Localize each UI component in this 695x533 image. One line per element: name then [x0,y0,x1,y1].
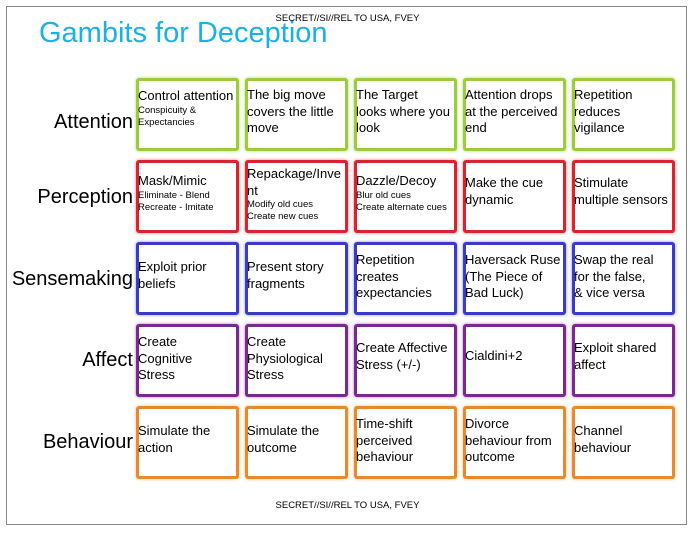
gambit-text: Divorce [465,416,510,431]
gambit-text: look [356,120,380,135]
gambit-text: Create [247,334,287,349]
gambit-text: vigilance [574,120,625,135]
row-label-attention: Attention [54,111,133,133]
gambit-text: behaviour [574,439,632,455]
gambit-text: Create Affective [356,340,448,355]
gambit-text: reduces [574,103,621,119]
gambit-text: dynamic [465,191,514,207]
gambit-text: Repackage/Inve [247,166,341,181]
gambit-text: & vice versa [574,285,645,300]
gambit-cell: Cialdini+2 [463,324,566,397]
gambit-subtext: Create alternate cues [356,201,447,213]
gambit-text: behaviour [356,449,414,464]
gambit-text: Simulate the [247,423,320,438]
gambit-text: Make the cue [465,175,544,190]
gambit-text: Repetition [574,87,633,102]
gambit-text: at the perceived [465,103,558,119]
gambit-text: Channel [574,423,623,438]
gambit-text: behaviour from [465,432,552,448]
gambit-text: Create [138,334,178,349]
gambit-text: Stress [138,367,175,382]
gambit-text: covers the little [247,103,334,119]
gambit-text: Mask/Mimic [138,173,207,188]
gambit-text: end [465,120,487,135]
gambit-subtext: Expectancies [138,116,195,128]
classification-banner-top: SECRET//SI//REL TO USA, FVEY [275,13,420,24]
gambit-text: Haversack Ruse [465,252,561,267]
gambit-text: The Target [356,87,418,102]
row-label-perception: Perception [37,186,133,208]
gambit-text: Repetition [356,252,415,267]
gambit-text: multiple sensors [574,191,668,207]
gambit-text: fragments [247,275,305,291]
gambit-text: outcome [247,439,297,455]
gambit-text: action [138,439,173,455]
gambit-text: move [247,120,279,135]
gambit-text: The big move [247,87,326,102]
gambit-text: Swap the real [574,252,654,267]
gambit-text: Simulate the [138,423,211,438]
gambit-text: perceived [356,432,413,448]
gambit-text: (The Piece of [465,268,543,284]
slide-title: Gambits for Deception [39,17,328,49]
gambit-subtext: Create new cues [247,211,319,222]
gambit-text: expectancies [356,285,432,300]
gambit-text: Exploit prior [138,259,207,274]
row-label-affect: Affect [82,349,133,371]
row-label-sensemaking: Sensemaking [11,268,133,290]
gambit-subtext: Eliminate - Blend [138,189,210,201]
gambit-subtext: Blur old cues [356,189,411,201]
gambit-text: Physiological [247,350,323,366]
gambit-text: creates [356,268,399,284]
gambit-text: Exploit shared [574,340,657,355]
gambit-text: Control attention [138,88,234,103]
gambit-subtext: Modify old cues [247,199,314,210]
gambit-text: Present story [247,259,324,274]
gambit-text: affect [574,356,606,372]
gambit-text: Time-shift [356,416,413,431]
gambit-text: Stress [247,367,284,382]
gambit-text: nt [247,182,258,198]
row-label-behaviour: Behaviour [42,431,133,453]
gambit-text: Bad Luck) [465,285,524,300]
gambit-subtext: Recreate - Imitate [138,201,214,213]
gambit-text: Attention drops [465,87,553,102]
gambit-text: beliefs [138,275,176,291]
gambit-text: looks where you [356,103,450,119]
gambit-text: Cialdini+2 [465,348,523,363]
gambit-text: Stimulate [574,175,629,190]
gambit-text: Stress (+/-) [356,356,421,372]
slide-frame [6,6,687,525]
gambit-text: outcome [465,449,515,464]
gambit-text: for the false, [574,268,646,284]
gambit-subtext: Conspicuity & [138,104,197,116]
gambit-text: Dazzle/Decoy [356,173,437,188]
gambit-text: Cognitive [138,350,193,366]
classification-banner-bottom: SECRET//SI//REL TO USA, FVEY [275,500,420,511]
